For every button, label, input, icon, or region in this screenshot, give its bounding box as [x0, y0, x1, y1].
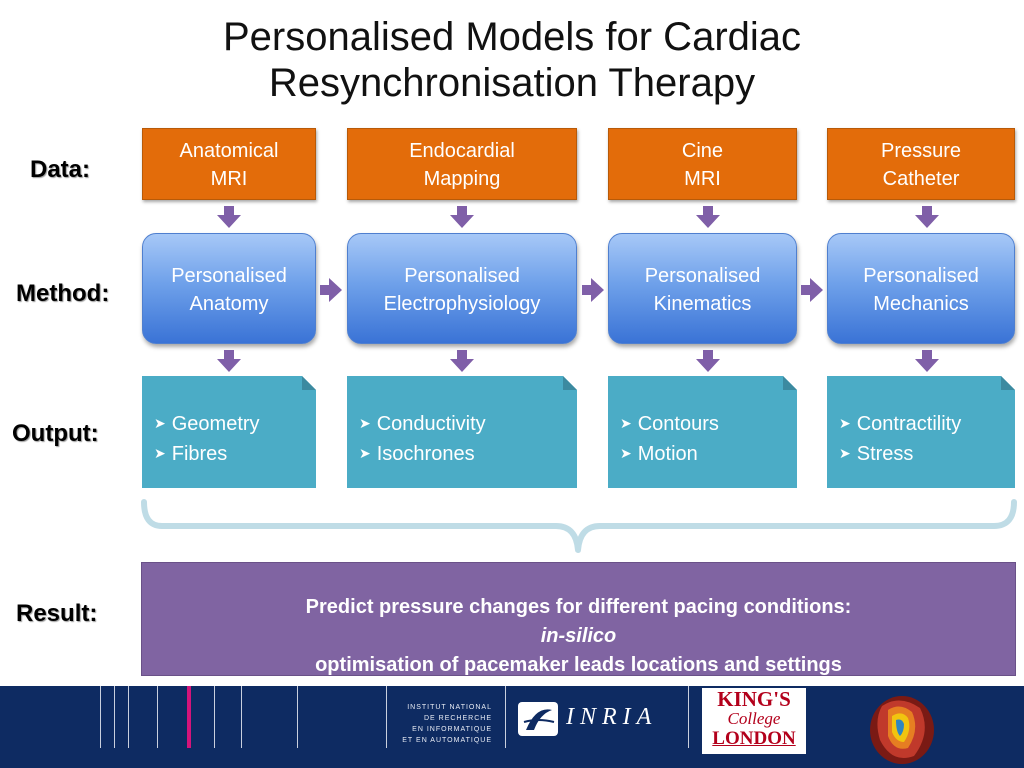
- footer-bar: INSTITUT NATIONAL DE RECHERCHE EN INFORM…: [0, 686, 1024, 768]
- page-fold-corner: [1001, 376, 1015, 390]
- method-box-electrophysiology: Personalised Electrophysiology: [347, 233, 577, 344]
- arrow-bullet-icon: ➤: [359, 445, 371, 461]
- down-arrow-icon: [696, 206, 720, 228]
- result-line-2: in-silico optimisation of pacemaker lead…: [142, 622, 1015, 680]
- decorative-line: [505, 686, 506, 748]
- arrow-bullet-icon: ➤: [620, 445, 632, 461]
- data-box-line-1: Cine: [681, 140, 724, 162]
- data-box-line-1: Endocardial: [409, 140, 515, 162]
- down-arrow-icon: [450, 350, 474, 372]
- method-box-kinematics: Personalised Kinematics: [608, 233, 797, 344]
- decorative-line: [114, 686, 115, 748]
- data-box-line-2: MRI: [210, 168, 248, 190]
- result-box: Predict pressure changes for different p…: [141, 562, 1016, 676]
- method-box-mechanics: Personalised Mechanics: [827, 233, 1015, 344]
- data-box-line-2: MRI: [684, 168, 721, 190]
- arrow-bullet-icon: ➤: [620, 415, 632, 431]
- inria-logo-text: INRIA: [566, 704, 658, 730]
- decorative-line: [297, 686, 298, 748]
- result-italic: in-silico: [540, 625, 617, 647]
- data-box-line-2: Mapping: [423, 168, 501, 190]
- output-item: ➤Contractility: [839, 413, 962, 435]
- decorative-line: [386, 686, 387, 748]
- data-box-endocardial-mapping: Endocardial Mapping: [347, 128, 577, 200]
- right-arrow-icon: [582, 278, 604, 302]
- slide-title: Personalised Models for Cardiac Resynchr…: [0, 14, 1024, 106]
- output-item: ➤Geometry: [154, 413, 260, 435]
- method-box-anatomy: Personalised Anatomy: [142, 233, 316, 344]
- result-line-1: Predict pressure changes for different p…: [305, 596, 852, 618]
- right-arrow-icon: [320, 278, 342, 302]
- right-arrow-icon: [801, 278, 823, 302]
- method-box-line-1: Personalised: [644, 265, 761, 287]
- method-box-line-2: Mechanics: [873, 293, 969, 315]
- decorative-line: [688, 686, 689, 748]
- title-line-1: Personalised Models for Cardiac: [222, 15, 802, 59]
- method-box-line-2: Electrophysiology: [383, 293, 541, 315]
- data-row-label: Data:: [30, 156, 91, 183]
- result-line-2-rest: optimisation of pacemaker leads location…: [315, 654, 842, 676]
- page-fold-corner: [563, 376, 577, 390]
- down-arrow-icon: [915, 206, 939, 228]
- heart-model-icon: [870, 696, 934, 764]
- method-box-line-2: Anatomy: [189, 293, 269, 315]
- data-box-line-2: Catheter: [882, 168, 960, 190]
- page-fold-corner: [783, 376, 797, 390]
- output-item: ➤Isochrones: [359, 443, 475, 465]
- output-box-mechanics: ➤Contractility ➤Stress: [827, 376, 1015, 488]
- method-box-line-1: Personalised: [863, 265, 979, 287]
- data-box-line-1: Anatomical: [179, 140, 279, 162]
- page-fold-corner: [302, 376, 316, 390]
- output-box-electrophysiology: ➤Conductivity ➤Isochrones: [347, 376, 577, 488]
- decorative-line: [100, 686, 101, 748]
- result-row-label: Result:: [16, 600, 98, 627]
- down-arrow-icon: [450, 206, 474, 228]
- down-arrow-icon: [915, 350, 939, 372]
- data-box-anatomical-mri: Anatomical MRI: [142, 128, 316, 200]
- inria-logo-icon: [518, 702, 558, 736]
- decorative-line: [157, 686, 158, 748]
- arrow-bullet-icon: ➤: [839, 445, 851, 461]
- arrow-bullet-icon: ➤: [154, 445, 166, 461]
- down-arrow-icon: [217, 206, 241, 228]
- arrow-bullet-icon: ➤: [359, 415, 371, 431]
- output-item: ➤Stress: [839, 443, 914, 465]
- data-box-line-1: Pressure: [880, 140, 962, 162]
- output-box-anatomy: ➤Geometry ➤Fibres: [142, 376, 316, 488]
- method-box-line-1: Personalised: [171, 265, 287, 287]
- down-arrow-icon: [217, 350, 241, 372]
- decorative-line: [241, 686, 242, 748]
- brace-connector: [141, 499, 1017, 553]
- title-line-2: Resynchronisation Therapy: [268, 61, 756, 105]
- output-row-label: Output:: [12, 420, 99, 447]
- decorative-line: [128, 686, 129, 748]
- method-row-label: Method:: [16, 280, 110, 307]
- inria-caption: INSTITUT NATIONAL DE RECHERCHE EN INFORM…: [402, 704, 492, 744]
- data-box-pressure-catheter: Pressure Catheter: [827, 128, 1015, 200]
- output-item: ➤Motion: [620, 443, 698, 465]
- output-box-kinematics: ➤Contours ➤Motion: [608, 376, 797, 488]
- magenta-accent-line: [187, 686, 191, 748]
- arrow-bullet-icon: ➤: [154, 415, 166, 431]
- arrow-bullet-icon: ➤: [839, 415, 851, 431]
- output-item: ➤Fibres: [154, 443, 228, 465]
- data-box-cine-mri: Cine MRI: [608, 128, 797, 200]
- down-arrow-icon: [696, 350, 720, 372]
- decorative-line: [214, 686, 215, 748]
- method-box-line-2: Kinematics: [653, 293, 752, 315]
- kcl-logo: KING'S College LONDON: [702, 688, 806, 754]
- output-item: ➤Conductivity: [359, 413, 486, 435]
- method-box-line-1: Personalised: [404, 265, 520, 287]
- output-item: ➤Contours: [620, 413, 719, 435]
